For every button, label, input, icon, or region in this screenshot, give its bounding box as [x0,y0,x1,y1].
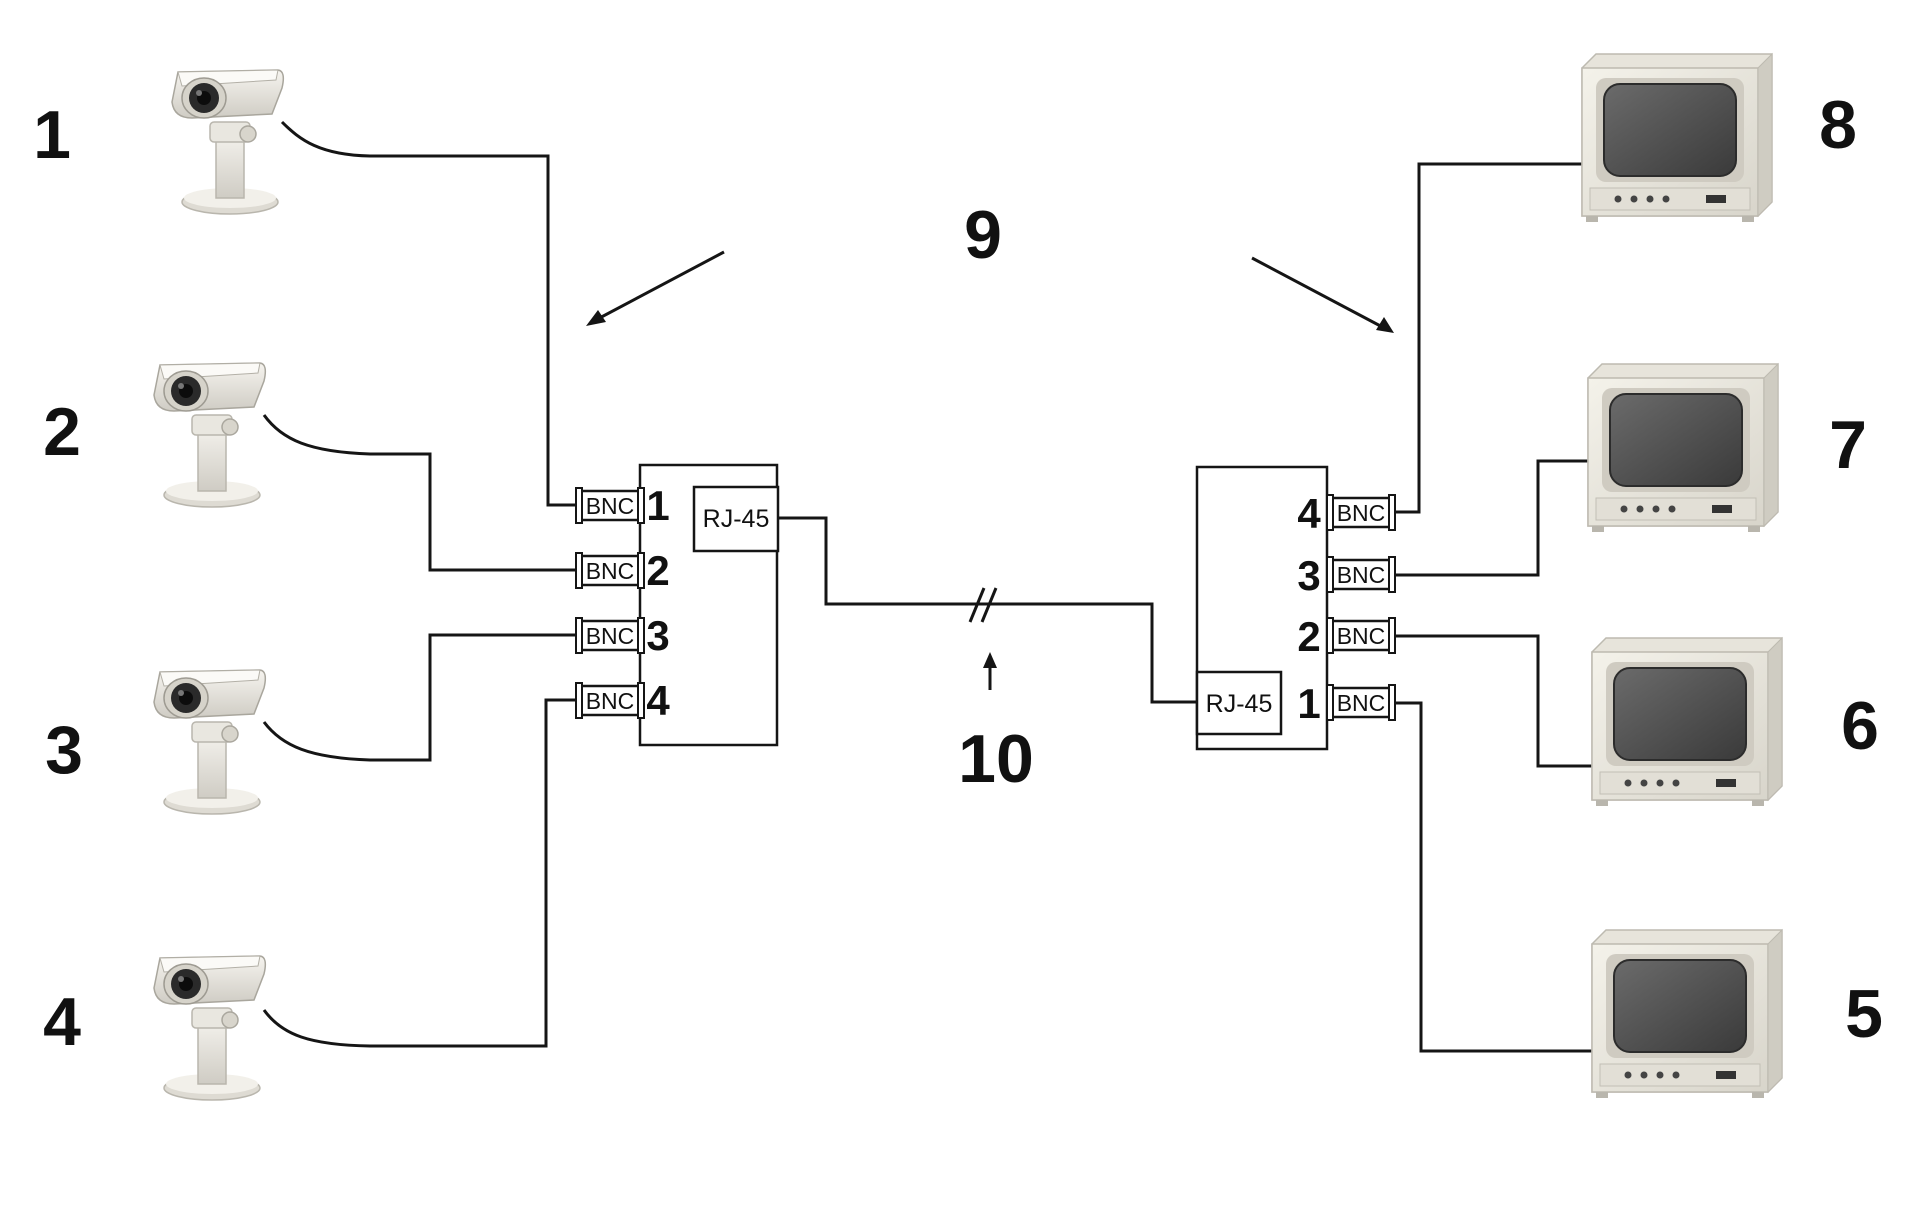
monitor-8-cable [1395,162,1585,514]
arrowhead-icon [983,652,997,668]
camera-1-label: 1 [33,97,71,173]
camera-4-label: 4 [43,984,81,1060]
monitor-7-cable [1395,459,1590,577]
bnc-label: BNC [586,493,635,519]
camera-3-cable [262,633,580,762]
arrowhead-icon [1376,317,1394,333]
camera-3-label: 3 [45,712,83,788]
bnc-label: BNC [586,558,635,584]
camera-1-cable [280,120,580,507]
receiver-bnc-1: BNC 1 [1297,680,1397,727]
crt-monitor-icon [1591,929,1783,1099]
camera-2-cable [262,414,580,572]
camera-1: 1 [33,69,580,507]
transmitter-bnc-4: BNC 4 [574,677,670,724]
receiver-bnc-4: BNC 4 [1297,490,1397,537]
receiver-port-1-number: 1 [1297,680,1320,727]
arrowhead-icon [586,310,606,326]
callout-10: 10 [958,652,1034,797]
bnc-label: BNC [586,688,635,714]
cctv-camera-icon [153,362,267,508]
monitor-5: 5 [1395,701,1883,1099]
transmitter-port-4-number: 4 [646,677,670,724]
twisted-pair-link [778,516,1197,704]
crt-monitor-icon [1587,363,1779,533]
camera-3: 3 [45,633,580,815]
monitor-6-label: 6 [1841,688,1879,764]
cable-break-mark [968,587,986,623]
callout-9-label: 9 [964,197,1002,273]
arrow-to-receiver [1251,256,1389,332]
crt-monitor-icon [1581,53,1773,223]
transmitter-port-3-number: 3 [646,612,669,659]
bnc-label: BNC [1337,500,1386,526]
receiver-port-2-number: 2 [1297,613,1320,660]
transmitter-rj45-label: RJ-45 [703,505,770,533]
transmitter-unit: RJ-45 BNC 1 BNC 2 BNC 3 BNC 4 [574,463,780,747]
monitor-7-label: 7 [1829,407,1867,483]
camera-2-label: 2 [43,394,81,470]
monitor-6-cable [1395,634,1594,768]
receiver-unit: RJ-45 BNC 4 BNC 3 BNC 2 BNC 1 [1195,465,1397,751]
receiver-port-3-number: 3 [1297,552,1320,599]
transmitter-bnc-1: BNC 1 [574,482,670,529]
bnc-label: BNC [1337,562,1386,588]
monitor-5-cable [1395,701,1594,1053]
transmitter-bnc-2: BNC 2 [574,547,670,594]
bnc-label: BNC [1337,623,1386,649]
receiver-rj45-port [1195,670,1283,736]
transmitter-rj45-port [692,485,780,553]
receiver-port-4-number: 4 [1297,490,1321,537]
arrow-to-transmitter [591,250,725,324]
callout-10-label: 10 [958,721,1034,797]
monitor-5-label: 5 [1845,976,1883,1052]
cctv-camera-icon [153,955,267,1101]
camera-4: 4 [43,698,580,1101]
transmitter-port-1-number: 1 [646,482,669,529]
monitor-8-label: 8 [1819,87,1857,163]
monitor-6: 6 [1395,634,1879,807]
crt-monitor-icon [1591,637,1783,807]
cable-break-mark [980,587,998,623]
callout-9: 9 [586,197,1394,333]
camera-2: 2 [43,362,580,572]
camera-4-cable [262,698,580,1048]
monitor-7: 7 [1395,363,1867,577]
bnc-label: BNC [1337,690,1386,716]
receiver-bnc-2: BNC 2 [1297,613,1397,660]
receiver-bnc-3: BNC 3 [1297,552,1397,599]
bnc-label: BNC [586,623,635,649]
transmitter-port-2-number: 2 [646,547,669,594]
transmitter-bnc-3: BNC 3 [574,612,670,659]
monitor-8: 8 [1395,53,1857,514]
cctv-camera-icon [171,69,285,215]
receiver-rj45-label: RJ-45 [1206,690,1273,718]
cctv-camera-icon [153,669,267,815]
